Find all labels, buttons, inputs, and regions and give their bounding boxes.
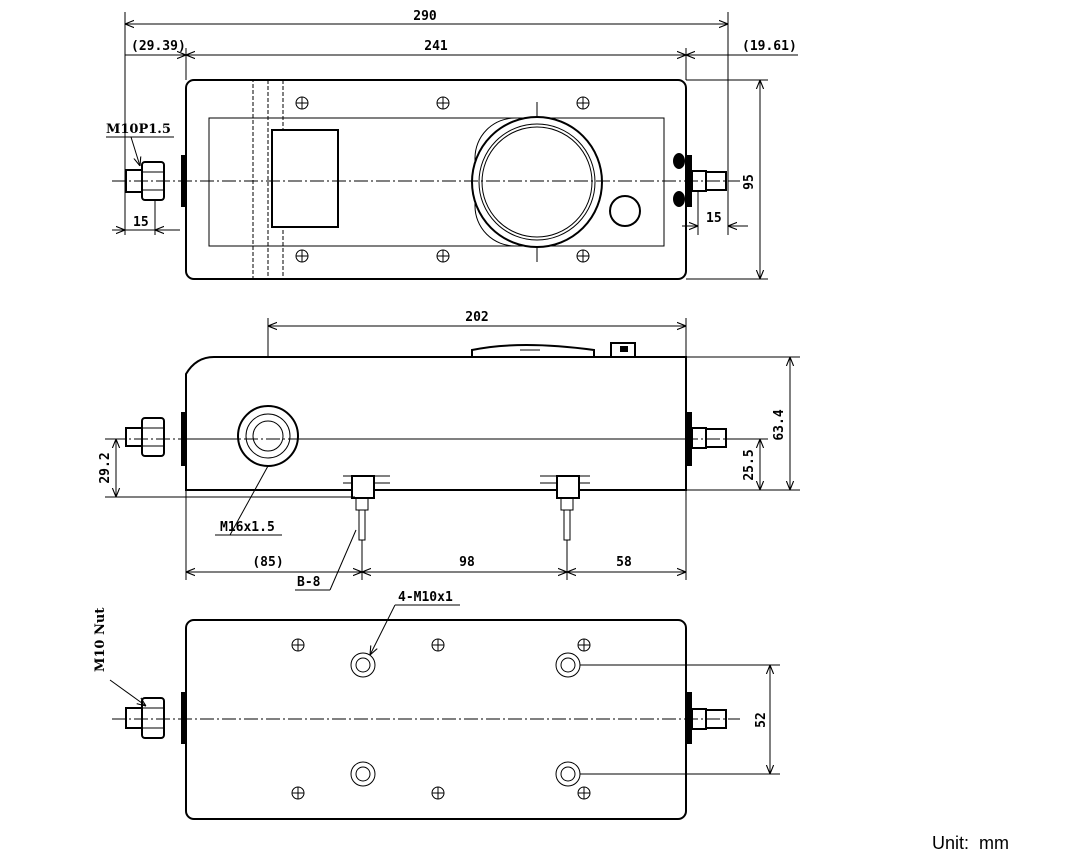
screw-icon	[576, 96, 590, 110]
m16-port	[237, 405, 299, 467]
top-view: 290 (29.39) 241 (19.61)	[106, 9, 798, 280]
thread-label: M10P1.5	[106, 122, 171, 137]
dim-hole-spacing-label: 52	[754, 712, 769, 728]
dim-total-label: 290	[413, 9, 437, 24]
screw-icon	[295, 96, 309, 110]
dim-bottom-left-label: (85)	[252, 555, 283, 570]
screw-icon	[291, 786, 305, 800]
screw-icon	[431, 786, 445, 800]
screw-icon	[577, 786, 591, 800]
display-window	[271, 129, 339, 228]
dim-left-label: (29.39)	[131, 39, 186, 54]
dim-left-stub-label: 15	[133, 215, 149, 230]
dim-right-stub-label: 15	[706, 211, 722, 226]
dim-bottom-mid-label: 98	[459, 555, 475, 570]
pin-label: B-8	[297, 575, 321, 590]
dim-left-axis-label: 29.2	[98, 452, 113, 483]
threaded-hole	[350, 761, 376, 787]
side-view: 202	[98, 310, 800, 591]
mounting-pin-left	[343, 475, 390, 541]
screw-icon	[436, 96, 450, 110]
screw-icon	[576, 249, 590, 263]
side-body-outline	[185, 356, 687, 491]
screw-icon	[431, 638, 445, 652]
screw-icon	[577, 638, 591, 652]
dim-top-label: 202	[465, 310, 488, 325]
dim-middle-label: 241	[424, 39, 448, 54]
dim-height-label: 95	[742, 174, 757, 190]
port-label: M16x1.5	[220, 520, 275, 535]
zero-knob	[609, 195, 641, 227]
threaded-hole	[350, 652, 376, 678]
screw-icon	[436, 249, 450, 263]
dim-right-axis-label: 25.5	[742, 449, 757, 480]
nut-label: M10 Nut	[93, 608, 108, 672]
mounting-pin-right	[540, 475, 590, 541]
unit-label: Unit: mm	[932, 833, 1009, 853]
hole-label: 4-M10x1	[398, 590, 453, 605]
dim-right-label: (19.61)	[742, 39, 797, 54]
top-body-outline	[185, 79, 687, 280]
dim-bottom-right-label: 58	[616, 555, 632, 570]
screw-icon	[291, 638, 305, 652]
dim-height-label: 63.4	[772, 409, 787, 440]
screw-icon	[295, 249, 309, 263]
gauge-bezel	[471, 116, 603, 248]
bottom-view: 4-M10x1 M10 Nut 52	[93, 590, 780, 820]
